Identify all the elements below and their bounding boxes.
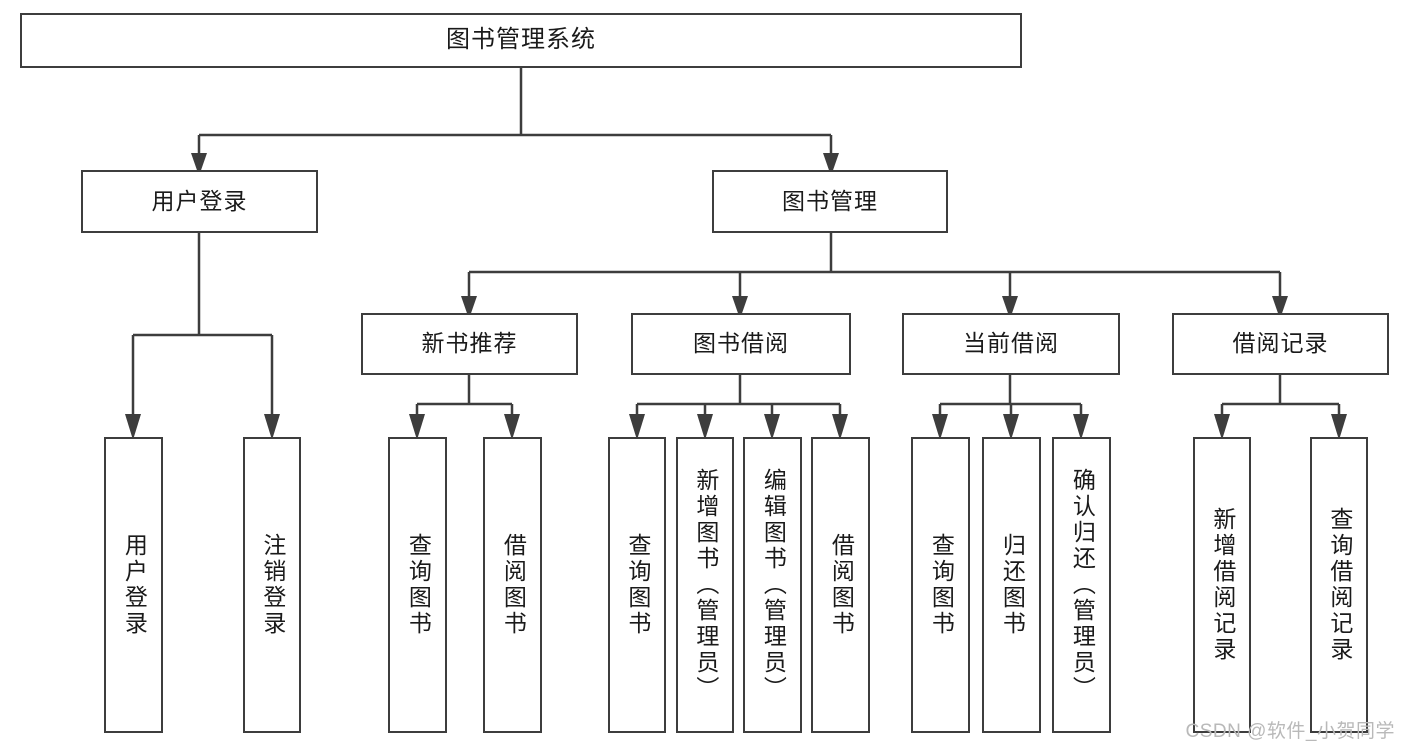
node-book-manage[interactable]: 图书管理 bbox=[712, 170, 948, 233]
node-new-book-recommend-label: 新书推荐 bbox=[421, 330, 518, 357]
node-book-borrow-label: 图书借阅 bbox=[693, 330, 789, 357]
node-borrow-record[interactable]: 借阅记录 bbox=[1172, 313, 1389, 375]
node-leaf-return-book-label: 归还图书 bbox=[999, 533, 1026, 637]
node-borrow-record-label: 借阅记录 bbox=[1232, 330, 1329, 357]
node-leaf-confirm-return[interactable]: 确认归还（管理员） bbox=[1052, 437, 1111, 733]
node-user-login-label: 用户登录 bbox=[151, 187, 248, 214]
node-leaf-query-book-borrow-label: 查询图书 bbox=[624, 533, 651, 637]
node-new-book-recommend[interactable]: 新书推荐 bbox=[361, 313, 578, 375]
node-leaf-add-record-label: 新增借阅记录 bbox=[1209, 507, 1236, 663]
node-leaf-borrow-book-rec-label: 借阅图书 bbox=[500, 533, 527, 637]
node-leaf-query-book-borrow[interactable]: 查询图书 bbox=[608, 437, 666, 733]
node-leaf-add-book[interactable]: 新增图书（管理员） bbox=[676, 437, 734, 733]
node-book-borrow[interactable]: 图书借阅 bbox=[631, 313, 851, 375]
node-leaf-borrow-book[interactable]: 借阅图书 bbox=[811, 437, 870, 733]
node-leaf-query-book-cur-label: 查询图书 bbox=[928, 533, 955, 637]
node-leaf-user-logout-label: 注销登录 bbox=[259, 533, 286, 637]
node-root-label: 图书管理系统 bbox=[446, 26, 596, 54]
node-leaf-borrow-book-label: 借阅图书 bbox=[828, 533, 855, 637]
node-leaf-edit-book-label: 编辑图书（管理员） bbox=[760, 468, 787, 702]
node-leaf-edit-book[interactable]: 编辑图书（管理员） bbox=[743, 437, 802, 733]
node-current-borrow[interactable]: 当前借阅 bbox=[902, 313, 1120, 375]
node-root[interactable]: 图书管理系统 bbox=[20, 13, 1022, 68]
node-leaf-borrow-book-rec[interactable]: 借阅图书 bbox=[483, 437, 542, 733]
node-leaf-query-book-rec[interactable]: 查询图书 bbox=[388, 437, 447, 733]
watermark: CSDN @软件_小贺同学 bbox=[1185, 721, 1395, 742]
node-leaf-query-book-rec-label: 查询图书 bbox=[405, 533, 432, 637]
node-user-login[interactable]: 用户登录 bbox=[81, 170, 318, 233]
node-leaf-user-login-label: 用户登录 bbox=[121, 533, 148, 637]
node-leaf-query-record-label: 查询借阅记录 bbox=[1326, 507, 1353, 663]
node-leaf-query-record[interactable]: 查询借阅记录 bbox=[1310, 437, 1368, 733]
node-leaf-add-record[interactable]: 新增借阅记录 bbox=[1193, 437, 1251, 733]
node-book-manage-label: 图书管理 bbox=[782, 187, 878, 214]
node-leaf-query-book-cur[interactable]: 查询图书 bbox=[911, 437, 970, 733]
node-current-borrow-label: 当前借阅 bbox=[963, 330, 1059, 357]
node-leaf-confirm-return-label: 确认归还（管理员） bbox=[1069, 468, 1096, 702]
node-leaf-add-book-label: 新增图书（管理员） bbox=[692, 468, 719, 702]
node-leaf-return-book[interactable]: 归还图书 bbox=[982, 437, 1041, 733]
node-leaf-user-logout[interactable]: 注销登录 bbox=[243, 437, 301, 733]
node-leaf-user-login[interactable]: 用户登录 bbox=[104, 437, 163, 733]
